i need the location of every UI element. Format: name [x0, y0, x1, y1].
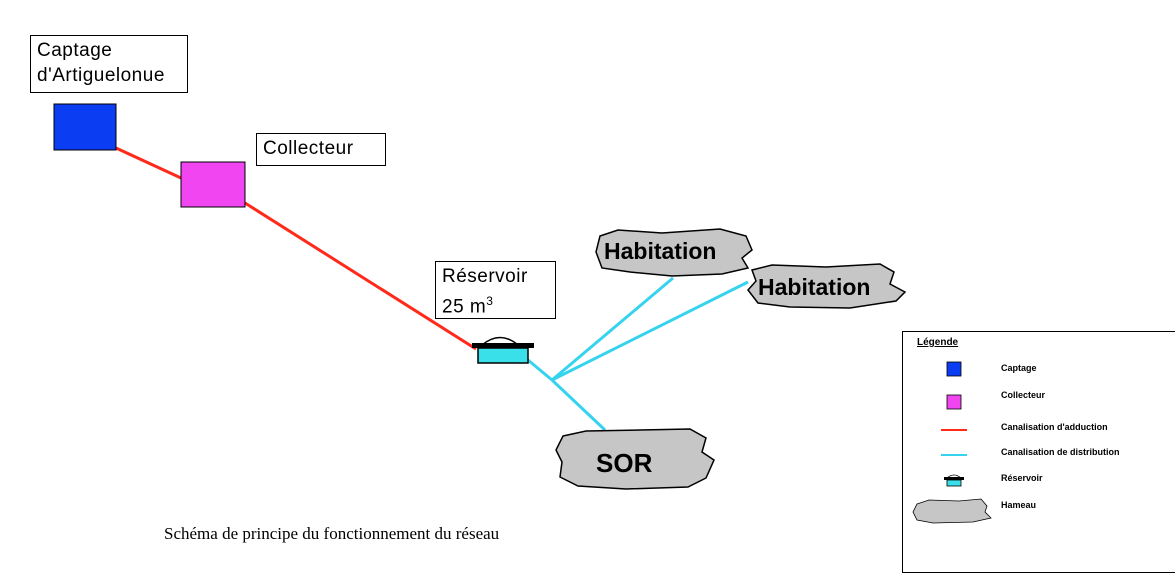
hamlet-label-habitation-1: Habitation	[604, 238, 717, 264]
distribution-pipe-sor	[550, 378, 607, 432]
collecteur-label: Collecteur	[256, 133, 386, 166]
reservoir-label: Réservoir 25 m3	[435, 261, 556, 319]
legend-label-reservoir: Réservoir	[1001, 473, 1043, 483]
legend-hamlet-symbol	[912, 498, 992, 524]
adduction-pipe-captage-collecteur	[115, 146, 182, 180]
distribution-pipe-habitation-2	[551, 280, 749, 382]
legend: Légende Captage Collecteur Canalisation …	[902, 331, 1175, 573]
legend-title: Légende	[917, 337, 959, 348]
reservoir-label-line2: 25 m3	[442, 294, 494, 318]
hamlet-shape-habitation-2	[747, 263, 907, 309]
hamlet-shape-sor	[555, 428, 715, 490]
captage-label: Captage d'Artiguelonue	[30, 35, 188, 93]
legend-label-adduction: Canalisation d'adduction	[1001, 422, 1108, 432]
collecteur-square	[180, 161, 246, 208]
adduction-pipe-collecteur-reservoir	[244, 201, 477, 351]
diagram-caption: Schéma de principe du fonctionnement du …	[164, 524, 500, 543]
captage-label-line1: Captage	[37, 40, 113, 61]
legend-captage-symbol	[946, 361, 962, 377]
network-diagram	[53, 103, 907, 490]
legend-reservoir-symbol	[944, 474, 964, 487]
reservoir-label-line1: Réservoir	[442, 266, 528, 287]
reservoir-icon	[472, 336, 534, 364]
legend-label-distribution: Canalisation de distribution	[1001, 447, 1120, 457]
hamlet-shape-habitation-1	[595, 228, 753, 277]
distribution-pipe-habitation-1	[551, 276, 674, 382]
legend-label-hameau: Hameau	[1001, 500, 1037, 510]
hamlet-label-habitation-2: Habitation	[758, 274, 871, 300]
distribution-pipe-reservoir-junction	[527, 358, 553, 382]
legend-label-captage: Captage	[1001, 363, 1037, 373]
legend-collecteur-symbol	[946, 394, 962, 410]
captage-label-line2: d'Artiguelonue	[37, 65, 165, 86]
legend-label-collecteur: Collecteur	[1001, 390, 1046, 400]
legend-symbols	[912, 361, 992, 524]
captage-square	[53, 103, 117, 151]
hamlet-label-sor: SOR	[596, 448, 653, 478]
